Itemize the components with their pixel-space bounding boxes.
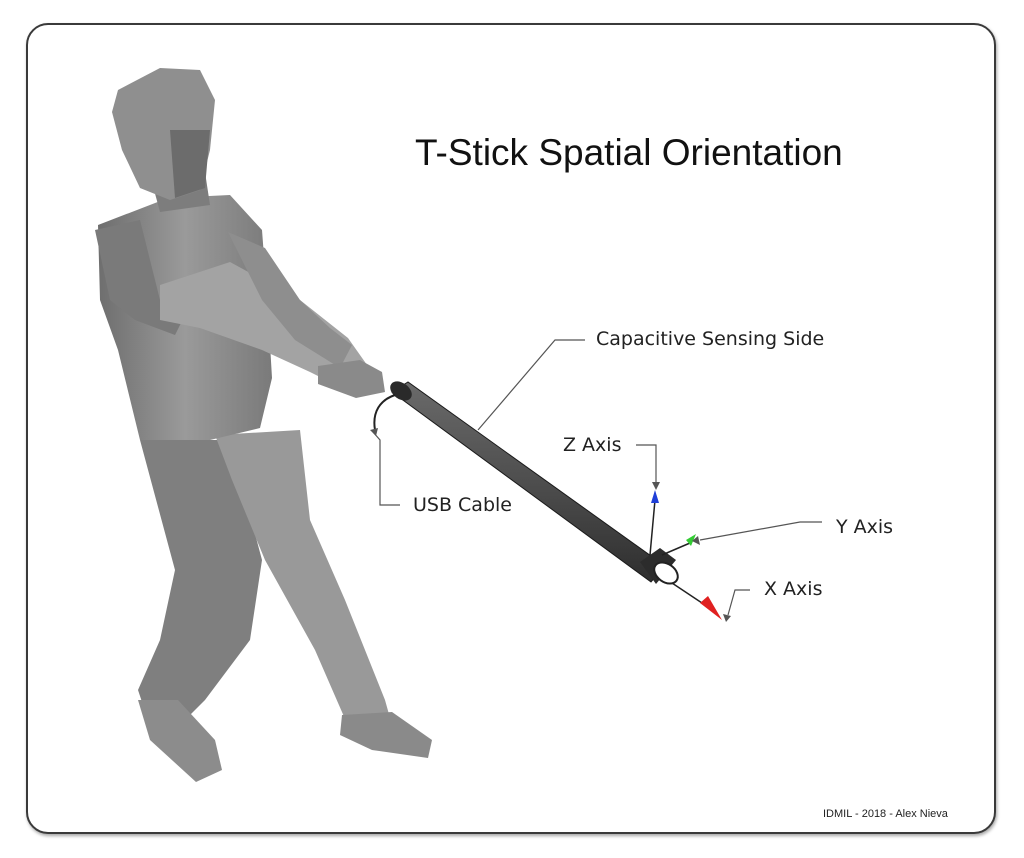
credit-text: IDMIL - 2018 - Alex Nieva — [823, 808, 948, 820]
x-axis-leader-arrowhead — [723, 614, 731, 622]
x-axis-line — [671, 582, 706, 606]
leader-lines — [372, 339, 822, 616]
figure-right-foot — [340, 712, 432, 758]
z-axis-leader-arrowhead — [652, 482, 660, 490]
y-axis-leader — [699, 521, 822, 541]
y-axis-arrow — [686, 534, 696, 546]
figure-left-foot — [138, 700, 222, 782]
tstick — [373, 381, 679, 585]
z-axis-label: Z Axis — [563, 434, 622, 456]
human-figure — [95, 68, 432, 782]
usb-cable-label: USB Cable — [413, 494, 512, 516]
x-axis-label: X Axis — [764, 578, 823, 600]
y-axis-label: Y Axis — [836, 516, 894, 538]
z-axis-arrow — [651, 490, 659, 503]
usb-leader — [372, 431, 400, 506]
tstick-body — [391, 381, 666, 583]
x-axis-arrow — [700, 596, 722, 620]
axis-gizmo — [649, 490, 722, 620]
leader-arrowheads — [370, 428, 731, 622]
z-axis-leader — [636, 444, 657, 485]
y-axis-line — [661, 542, 691, 556]
figure-right-leg — [215, 430, 392, 735]
x-axis-leader — [727, 589, 750, 616]
figure-face-shade — [170, 130, 210, 198]
figure-forearm — [228, 232, 352, 368]
usb-cable — [373, 394, 396, 431]
z-axis-line — [649, 499, 656, 556]
capacitive-leader — [477, 339, 585, 431]
figure-left-leg — [138, 440, 262, 735]
y-axis-leader-arrowhead — [692, 536, 700, 545]
usb-leader-arrowhead — [370, 428, 378, 436]
capacitive-sensing-label: Capacitive Sensing Side — [596, 328, 825, 350]
tstick-top-cap — [390, 381, 412, 401]
figure-hand — [318, 360, 385, 398]
tstick-end-opening — [653, 561, 679, 585]
diagram-title: T-Stick Spatial Orientation — [415, 132, 843, 173]
figure-right-arm — [160, 262, 372, 392]
